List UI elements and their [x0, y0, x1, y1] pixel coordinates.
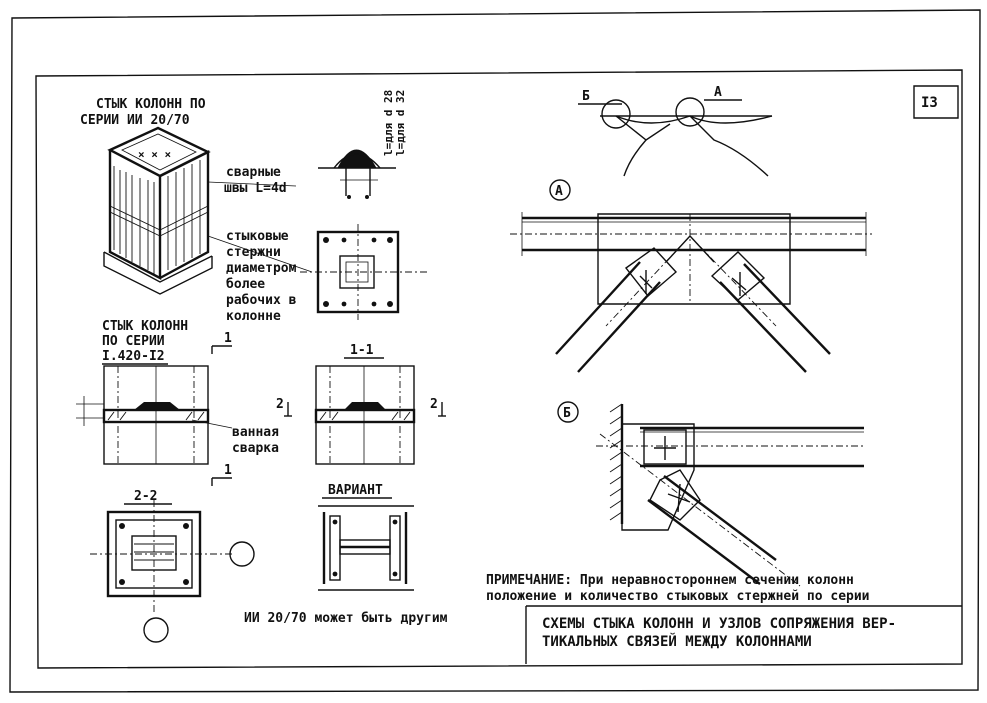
bars-note-line1: стыковые [226, 229, 289, 244]
section-2-right: 2 [430, 397, 438, 412]
detail-b-label: Б [563, 406, 571, 421]
note-line1: ПРИМЕЧАНИЕ: При неравностороннем сечении… [486, 573, 854, 588]
bars-note-line4: более [226, 277, 265, 292]
section-1-bottom: 1 [224, 463, 232, 478]
bracing-scheme: Б А [578, 85, 773, 177]
section-2-2-label: 2-2 [134, 489, 157, 504]
bars-note-line2: стержни [226, 245, 281, 260]
column-plan [300, 224, 430, 320]
title-block: СХЕМЫ СТЫКА КОЛОНН И УЗЛОВ СОПРЯЖЕНИЯ ВЕ… [525, 605, 962, 664]
detail-a: А [510, 179, 872, 373]
note-block: ПРИМЕЧАНИЕ: При неравностороннем сечении… [244, 573, 870, 626]
detail-b: Б [557, 401, 866, 587]
weld-detail: l=для d 28 l=для d 32 [318, 90, 407, 199]
note-line2: положение и количество стыковых стержней… [486, 589, 870, 604]
title-line2: ТИКАЛЬНЫХ СВЯЗЕЙ МЕЖДУ КОЛОННАМИ [542, 633, 812, 650]
series-title-line1: СТЫК КОЛОНН [102, 319, 188, 334]
iso-title-line1: СТЫК КОЛОНН ПО [96, 97, 206, 112]
variant-label: ВАРИАНТ [328, 483, 383, 498]
bath-weld-line2: сварка [232, 441, 279, 456]
sheet-number: I3 [921, 95, 938, 111]
section-1-1: 1-1 2 2 [276, 343, 446, 465]
sheet-frame [9, 9, 981, 693]
iso-title-line2: СЕРИИ ИИ 20/70 [80, 113, 190, 128]
detail-a-label: А [555, 184, 563, 199]
variant-view: ВАРИАНТ [318, 483, 414, 591]
section-2-2: 2-2 [90, 489, 255, 643]
weld-note-line1: сварные [226, 165, 281, 180]
bars-note-line5: рабочих в [226, 293, 297, 308]
callout-a: А [714, 85, 722, 100]
weld-length-label1: l=для d 28 [382, 90, 395, 156]
bars-note-line3: диаметром [226, 261, 297, 276]
section-2-left: 2 [276, 397, 284, 412]
svg-text:× × ×: × × × [138, 148, 171, 161]
title-line1: СХЕМЫ СТЫКА КОЛОНН И УЗЛОВ СОПРЯЖЕНИЯ ВЕ… [542, 616, 896, 632]
section-1-1-label: 1-1 [350, 343, 374, 358]
sheet-number-box: I3 [913, 85, 959, 119]
note-line3: ИИ 20/70 может быть другим [244, 611, 448, 626]
iso-column-view: СТЫК КОЛОНН ПО СЕРИИ ИИ 20/70 × × × [80, 97, 313, 324]
series-joint-elevation: СТЫК КОЛОНН ПО СЕРИИ I.420-I2 1 1 ванная… [76, 319, 279, 486]
section-1-top: 1 [224, 331, 232, 346]
series-title-line2: ПО СЕРИИ [102, 334, 165, 349]
bars-note-line6: колонне [226, 309, 281, 324]
series-title-line3: I.420-I2 [102, 349, 165, 364]
bath-weld-line1: ванная [232, 425, 279, 440]
weld-note-line2: швы L=4d [224, 181, 287, 196]
callout-b: Б [582, 89, 590, 104]
weld-length-label2: l=для d 32 [394, 90, 407, 156]
